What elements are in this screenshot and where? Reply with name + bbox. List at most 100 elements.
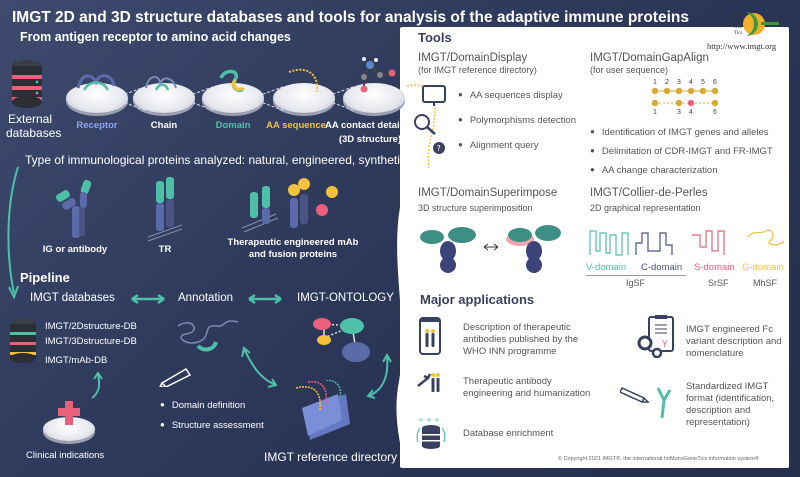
annotation-chain-icon (177, 320, 239, 352)
logo-letter: Mun (734, 19, 744, 24)
logo-letter: Tics (734, 31, 742, 36)
igsf-label: IgSF (626, 278, 646, 288)
reference-directory-label: IMGT reference directory (264, 450, 398, 464)
step-chain-label: Chain (150, 120, 178, 131)
therapeutic-mab-label: Therapeutic engineered mAb and fusion pr… (218, 237, 368, 261)
igsf-divider (586, 275, 686, 276)
pos-label: 1 (653, 109, 657, 116)
pos-label: 4 (689, 109, 693, 116)
pos-label: 6 (713, 79, 717, 86)
domain-display-subtitle: (for IMGT reference directory) (418, 65, 537, 75)
aa-sequence-icon (288, 68, 319, 93)
proteins-heading: Type of immunological proteins analyzed:… (25, 153, 406, 167)
step-aa-contact-sublabel: (3D structure) (338, 134, 402, 145)
ontology-graph-icon (313, 318, 370, 362)
collier-subtitle: 2D graphical representation (590, 203, 701, 213)
application-fc-variant: IMGT engineered Fc variant description a… (686, 324, 782, 359)
domain-display-illustration: ? (406, 84, 446, 169)
database-enrichment-icon: + + + (416, 416, 446, 449)
v-domain-label: V-domain (586, 262, 627, 273)
logo-letter: Im (734, 13, 740, 18)
external-database-icon (10, 58, 44, 108)
svg-text:Y: Y (661, 340, 668, 350)
domain-display-bullet-2: Polymorphisms detection (458, 115, 576, 126)
pos-label: 6 (713, 109, 717, 116)
left-flow-arrow (7, 166, 19, 300)
aa-contact-icon (360, 57, 396, 93)
step-aa-contact-label: AA contact details (325, 120, 408, 131)
imgt-url-link[interactable]: http://www.imgt.org (707, 41, 777, 51)
annotation-label: Annotation (178, 292, 233, 304)
srsf-label: SrSF (708, 278, 729, 288)
application-who-inn: Description of therapeutic antibodies pu… (463, 322, 579, 357)
mhsf-label: MhSF (753, 278, 778, 288)
medical-cross-icon (58, 401, 80, 425)
bidirectional-arrow-icon (131, 293, 165, 305)
collier-title[interactable]: IMGT/Collier-de-Perles (590, 187, 708, 199)
tools-heading: Tools (418, 30, 452, 45)
ig-antibody-label: IG or antibody (42, 244, 108, 255)
collier-de-perles-illustration (589, 229, 785, 256)
svg-text:+ + +: + + + (418, 416, 440, 424)
c-domain-label: C-domain (641, 262, 683, 273)
imgt-ontology-label: IMGT-ONTOLOGY (297, 292, 394, 304)
tr-icon (148, 177, 182, 242)
standardized-format-icon (620, 387, 672, 419)
applications-heading: Major applications (420, 292, 535, 307)
chain-plate (133, 83, 195, 113)
pos-label: 4 (689, 79, 693, 86)
imgt-logo[interactable]: Im Mun Gen Tics (732, 8, 782, 40)
logo-letter: Gen (734, 25, 743, 30)
alignment-dots (652, 87, 719, 107)
superimpose-subtitle: 3D structure superimposition (418, 203, 533, 213)
domain-gap-align-title[interactable]: IMGT/DomainGapAlign (590, 52, 709, 64)
db-mab-link[interactable]: IMGT/mAb-DB (45, 355, 108, 366)
annotation-bullet-domain: Domain definition (160, 400, 245, 411)
pipeline-heading: Pipeline (20, 270, 70, 285)
step-domain-label: Domain (215, 120, 251, 131)
therapeutic-mab-line-1: Therapeutic engineered mAb (227, 237, 359, 248)
pencil-icon (159, 367, 192, 387)
receptor-icon (76, 74, 116, 91)
application-database-enrichment: Database enrichment (463, 428, 554, 439)
step-receptor-label: Receptor (76, 120, 118, 131)
gap-align-bullet-3: AA change characterization (590, 165, 718, 176)
pos-label: 5 (701, 79, 705, 86)
clinical-indications-label: Clinical indications (26, 450, 105, 461)
aa-sequence-plate (273, 83, 335, 113)
application-engineering: Therapeutic antibody engineering and hum… (463, 376, 591, 399)
domain-display-title[interactable]: IMGT/DomainDisplay (418, 52, 528, 64)
tr-label: TR (158, 244, 172, 255)
db-3dstructure-link[interactable]: IMGT/3Dstructure-DB (45, 336, 137, 347)
page-subtitle: From antigen receptor to amino acid chan… (20, 30, 291, 44)
fc-variant-clipboard-icon: Y (637, 315, 674, 358)
receptor-plate (66, 83, 128, 113)
aa-contact-plate (343, 83, 405, 113)
domain-icon (219, 69, 245, 93)
db-2dstructure-link[interactable]: IMGT/2Dstructure-DB (45, 321, 137, 332)
pos-label: 1 (653, 79, 657, 86)
domain-display-bullet-1: AA sequences display (458, 90, 563, 101)
alignment-diagram: 1 2 3 4 5 6 1 3 4 6 (652, 79, 719, 119)
ig-antibody-icon (56, 179, 92, 238)
pos-label: 3 (677, 79, 681, 86)
therapeutic-mab-icon (242, 178, 338, 233)
s-domain-label: S-domain (694, 262, 735, 273)
step-aa-sequence-label: AA sequence (266, 120, 326, 131)
imgt-logo-icon: Im Mun Gen Tics (734, 12, 779, 36)
therapeutic-mab-line-2: and fusion proteins (248, 249, 338, 260)
reference-folder-icon (295, 380, 350, 440)
antibody-engineering-icon (417, 373, 440, 392)
imgt-database-icon (10, 319, 36, 363)
superimpose-title[interactable]: IMGT/DomainSuperimpose (418, 187, 558, 199)
application-standardized-format: Standardized IMGT format (identification… (686, 381, 775, 428)
gap-align-bullet-2: Delimitation of CDR-IMGT and FR-IMGT (590, 146, 773, 157)
pos-label: 2 (665, 79, 669, 86)
domain-gap-align-subtitle: (for user sequence) (590, 65, 669, 75)
cycle-arrow-icon (366, 352, 392, 399)
clinical-arrow-icon (91, 372, 103, 399)
superimposition-illustration (420, 225, 561, 273)
gap-align-bullet-1: Identification of IMGT genes and alleles (590, 127, 769, 138)
bidirectional-arrow-icon (248, 293, 282, 305)
copyright-text: © Copyright 2021 IMGT®, the internationa… (558, 456, 759, 462)
